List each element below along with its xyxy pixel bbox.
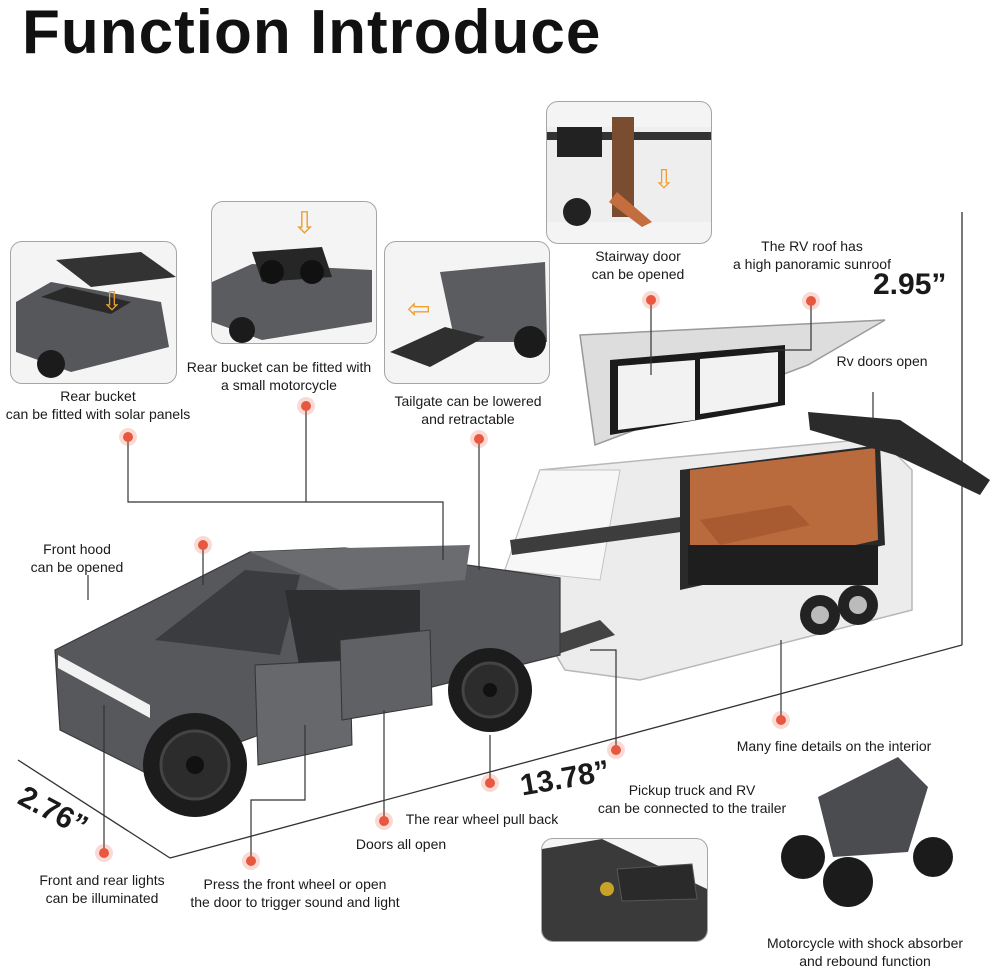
marker-dot [123,432,133,442]
marker-dot [611,745,621,755]
cybertruck [54,545,561,817]
marker-dot [301,401,311,411]
marker-dot [474,434,484,444]
dimension-height: 2.95” [873,268,947,301]
arrow-down-icon: ⇩ [101,286,123,316]
callout-rv-doors: Rv doors open [836,353,928,369]
marker-dot [646,295,656,305]
callout-interior: Many fine details on the interior [736,738,932,754]
marker-dot [99,848,109,858]
leader-lines [87,300,874,860]
callout-rear-wheel: The rear wheel pull back [405,811,559,827]
rv-trailer [504,319,990,681]
marker-dot [198,540,208,550]
inset-solar-panel: ⇩ [10,241,177,384]
marker-dot [485,778,495,788]
inset-stairway-door: ⇩ [546,101,712,244]
callout-doors-all: Doors all open [355,836,447,852]
inset-tailgate: ⇦ [384,241,550,384]
arrow-down-icon: ⇩ [292,207,318,240]
inset-hitch [541,838,708,942]
marker-dot [246,856,256,866]
arrow-down-icon: ⇩ [653,164,675,194]
marker-dot [806,296,816,306]
inset-motorcycle-bucket: ⇩ [211,201,377,344]
marker-dot [379,816,389,826]
marker-dot [776,715,786,725]
page-title: Function Introduce [22,0,602,67]
motorcycle-image [781,757,953,907]
arrow-left-icon: ⇦ [407,293,431,324]
dimension-lines [17,212,963,859]
